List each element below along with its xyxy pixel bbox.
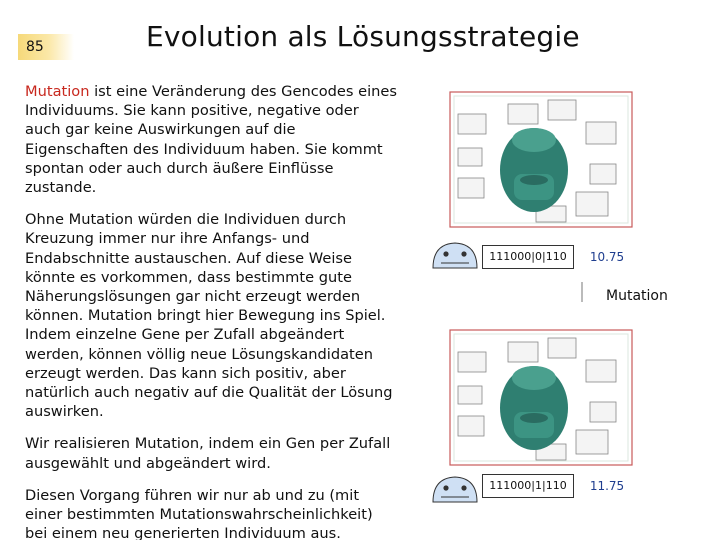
slide-title: Evolution als Lösungsstrategie xyxy=(146,20,580,53)
mutation-highlight: Mutation xyxy=(25,83,90,100)
individual-face-icon-before xyxy=(430,240,480,274)
genome-code-after: 111000|1|110 xyxy=(482,474,574,498)
knapsack-illustration-before xyxy=(440,82,636,240)
genome-code-before: 111000|0|110 xyxy=(482,245,574,269)
knapsack-illustration-after xyxy=(440,320,636,478)
mutation-label: Mutation xyxy=(606,288,668,304)
fitness-value-before: 10.75 xyxy=(589,250,625,264)
paragraph-realisation: Wir realisieren Mutation, indem ein Gen … xyxy=(25,435,391,472)
mutation-arrow-icon xyxy=(520,262,716,307)
paragraph-probability: Diesen Vorgang führen wir nur ab und zu … xyxy=(25,486,373,540)
paragraph-mutation-definition: Mutation ist eine Veränderung des Gencod… xyxy=(25,82,397,197)
page-number: 85 xyxy=(18,34,74,60)
body-text: Mutation ist eine Veränderung des Gencod… xyxy=(25,82,397,540)
individual-face-icon-after xyxy=(430,474,480,508)
paragraph-without-mutation: Ohne Mutation würden die Individuen durc… xyxy=(25,211,393,421)
paragraph-1-text: ist eine Veränderung des Gencodes eines … xyxy=(25,83,398,197)
fitness-value-after: 11.75 xyxy=(589,479,625,493)
